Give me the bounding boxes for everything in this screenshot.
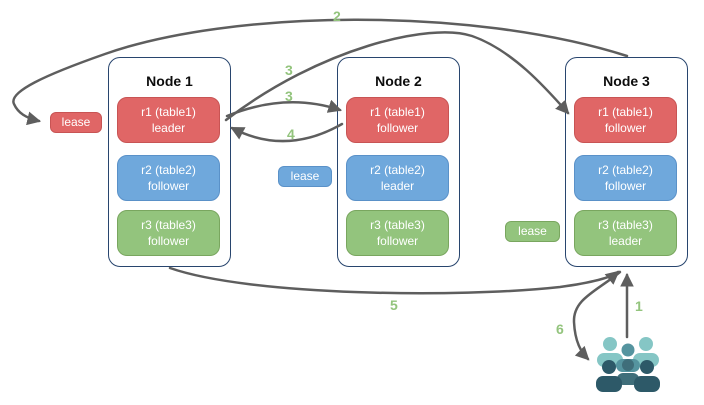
replica-name: r2 (table2) [370,162,425,177]
step-label-4: 4 [287,126,295,142]
step-label-6: 6 [556,321,564,337]
replica-role: follower [147,234,190,248]
replica-role: follower [604,179,647,193]
replica-name: r1 (table1) [598,104,653,119]
replica-role: follower [147,179,190,193]
node-1-replica-r2: r2 (table2) follower [117,155,220,201]
step-label-1: 1 [635,298,643,314]
replica-name: r3 (table3) [598,217,653,232]
node-3-replica-r3: r3 (table3) leader [574,210,677,256]
lease-badge-table1: lease [50,112,102,133]
node-1-title: Node 1 [146,73,193,89]
node-1-replica-r1: r1 (table1) leader [117,97,220,143]
node-1-replica-r3: r3 (table3) follower [117,210,220,256]
replica-name: r3 (table3) [370,217,425,232]
arrow-step-5-node1-to-node3 [168,266,620,295]
node-2-title: Node 2 [375,73,422,89]
replica-role: follower [376,234,419,248]
users-center-front-person [617,359,639,385]
node-1: Node 1 r1 (table1) leader r2 (table2) fo… [108,57,231,267]
step-label-3a: 3 [285,62,293,78]
replica-role: follower [376,121,419,135]
replica-role: follower [604,121,647,135]
replica-role: leader [608,234,643,248]
replica-name: r1 (table1) [370,104,425,119]
node-3-replica-r2: r2 (table2) follower [574,155,677,201]
replica-name: r3 (table3) [141,217,196,232]
users-front-row [596,360,660,392]
replica-role: leader [380,179,415,193]
node-3: Node 3 r1 (table1) follower r2 (table2) … [565,57,688,267]
arrow-step-3-leader-to-node2 [225,99,342,118]
node-2-replica-r2: r2 (table2) leader [346,155,449,201]
node-2: Node 2 r1 (table1) follower r2 (table2) … [337,57,460,267]
node-3-replica-r1: r1 (table1) follower [574,97,677,143]
lease-badge-table2: lease [278,166,332,187]
replica-name: r2 (table2) [141,162,196,177]
step-label-3b: 3 [285,88,293,104]
node-3-title: Node 3 [603,73,650,89]
node-2-replica-r1: r1 (table1) follower [346,97,449,143]
users-group-icon [596,337,660,392]
step-label-5: 5 [390,297,398,313]
step-label-2: 2 [333,8,341,24]
node-2-replica-r3: r3 (table3) follower [346,210,449,256]
lease-badge-table3: lease [505,221,560,242]
replica-name: r1 (table1) [141,104,196,119]
arrow-step-2-node3-to-lease [12,18,629,126]
replica-name: r2 (table2) [598,162,653,177]
replica-role: leader [151,121,186,135]
